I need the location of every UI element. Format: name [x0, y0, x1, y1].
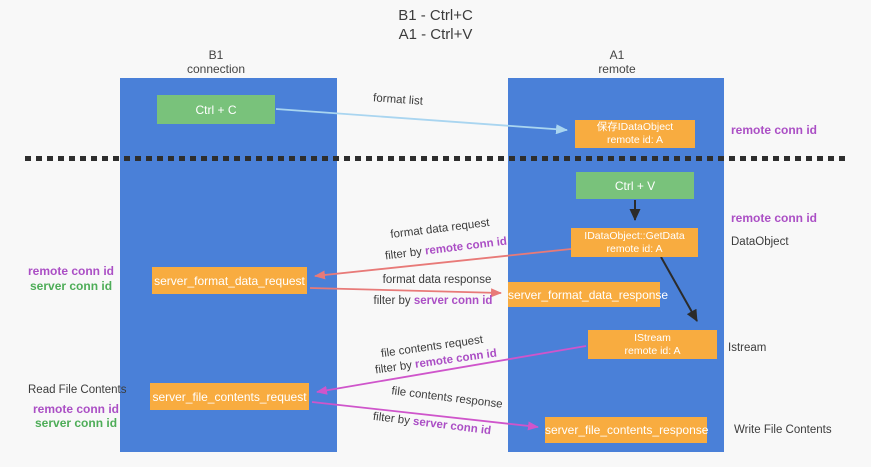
lane-header-b1: B1 connection [146, 48, 286, 76]
diagram-title: B1 - Ctrl+C A1 - Ctrl+V [0, 6, 871, 44]
node-ctrl-v-label: Ctrl + V [614, 178, 656, 193]
node-istream-line2: remote id: A [624, 344, 681, 357]
node-istream-line1: IStream [634, 331, 671, 344]
node-server-file-contents-response-label: server_file_contents_response [545, 423, 709, 437]
filter-by-text: filter by [373, 295, 411, 307]
node-server-format-data-response: server_format_data_response [508, 282, 669, 307]
node-saved-dataobject: 保存IDataObject remote id: A [575, 120, 695, 148]
istream-label: Istream [728, 342, 767, 354]
getdata-to-istream-arrow [660, 256, 698, 322]
node-saved-dataobject-line2: remote id: A [606, 134, 664, 146]
format-data-request-arrow [314, 248, 572, 280]
label-filter-by-server-conn-id-1: filter by server conn id [374, 295, 493, 307]
node-server-format-data-request-label: server_format_data_request [154, 273, 305, 288]
node-ctrl-c-label: Ctrl + C [195, 102, 237, 117]
lane-header-a1: A1 remote [547, 48, 687, 76]
node-ctrl-c: Ctrl + C [157, 95, 275, 124]
right-remote-conn-id-label-1: remote conn id [731, 123, 818, 137]
node-istream: IStream remote id: A [588, 330, 717, 359]
file-contents-request-arrow [316, 345, 587, 395]
node-server-file-contents-response: server_file_contents_response [545, 417, 709, 443]
node-server-file-contents-request-label: server_file_contents_request [152, 389, 307, 404]
lane-b1-title: B1 [208, 48, 224, 62]
node-ctrl-v: Ctrl + V [576, 172, 694, 199]
server-conn-id-highlight: server conn id [413, 295, 493, 307]
lane-a1-subtitle: remote [598, 62, 636, 76]
title-line-2: A1 - Ctrl+V [398, 26, 473, 43]
left-server-conn-id-label: server conn id [30, 279, 113, 293]
lane-b1-subtitle: connection [186, 62, 246, 76]
phase-separator-dashed-line [25, 156, 847, 161]
node-server-file-contents-request: server_file_contents_request [150, 383, 309, 410]
label-format-data-response: format data response [382, 274, 492, 286]
node-getdata-line2: remote id: A [606, 242, 663, 255]
read-file-contents-label: Read File Contents [28, 384, 127, 396]
node-getdata-line1: IDataObject::GetData [584, 229, 685, 242]
format-data-response-arrow [309, 287, 502, 298]
write-file-contents-label: Write File Contents [734, 424, 832, 436]
node-server-format-data-request: server_format_data_request [152, 267, 307, 294]
left-remote-conn-id-label: remote conn id [28, 264, 115, 278]
left-remote-conn-id-label-2: remote conn id [33, 402, 120, 416]
right-remote-conn-id-label-2: remote conn id [731, 211, 818, 225]
file-contents-response-arrow [311, 401, 539, 431]
node-idataobject-getdata: IDataObject::GetData remote id: A [571, 228, 698, 257]
node-server-format-data-response-label: server_format_data_response [508, 287, 669, 302]
title-line-1: B1 - Ctrl+C [398, 7, 473, 24]
left-server-conn-id-label-2: server conn id [35, 416, 118, 430]
dataobject-label: DataObject [731, 236, 789, 248]
lane-a1-title: A1 [609, 48, 625, 62]
node-saved-dataobject-line1: 保存IDataObject [596, 121, 674, 133]
format-list-arrow [275, 108, 568, 135]
